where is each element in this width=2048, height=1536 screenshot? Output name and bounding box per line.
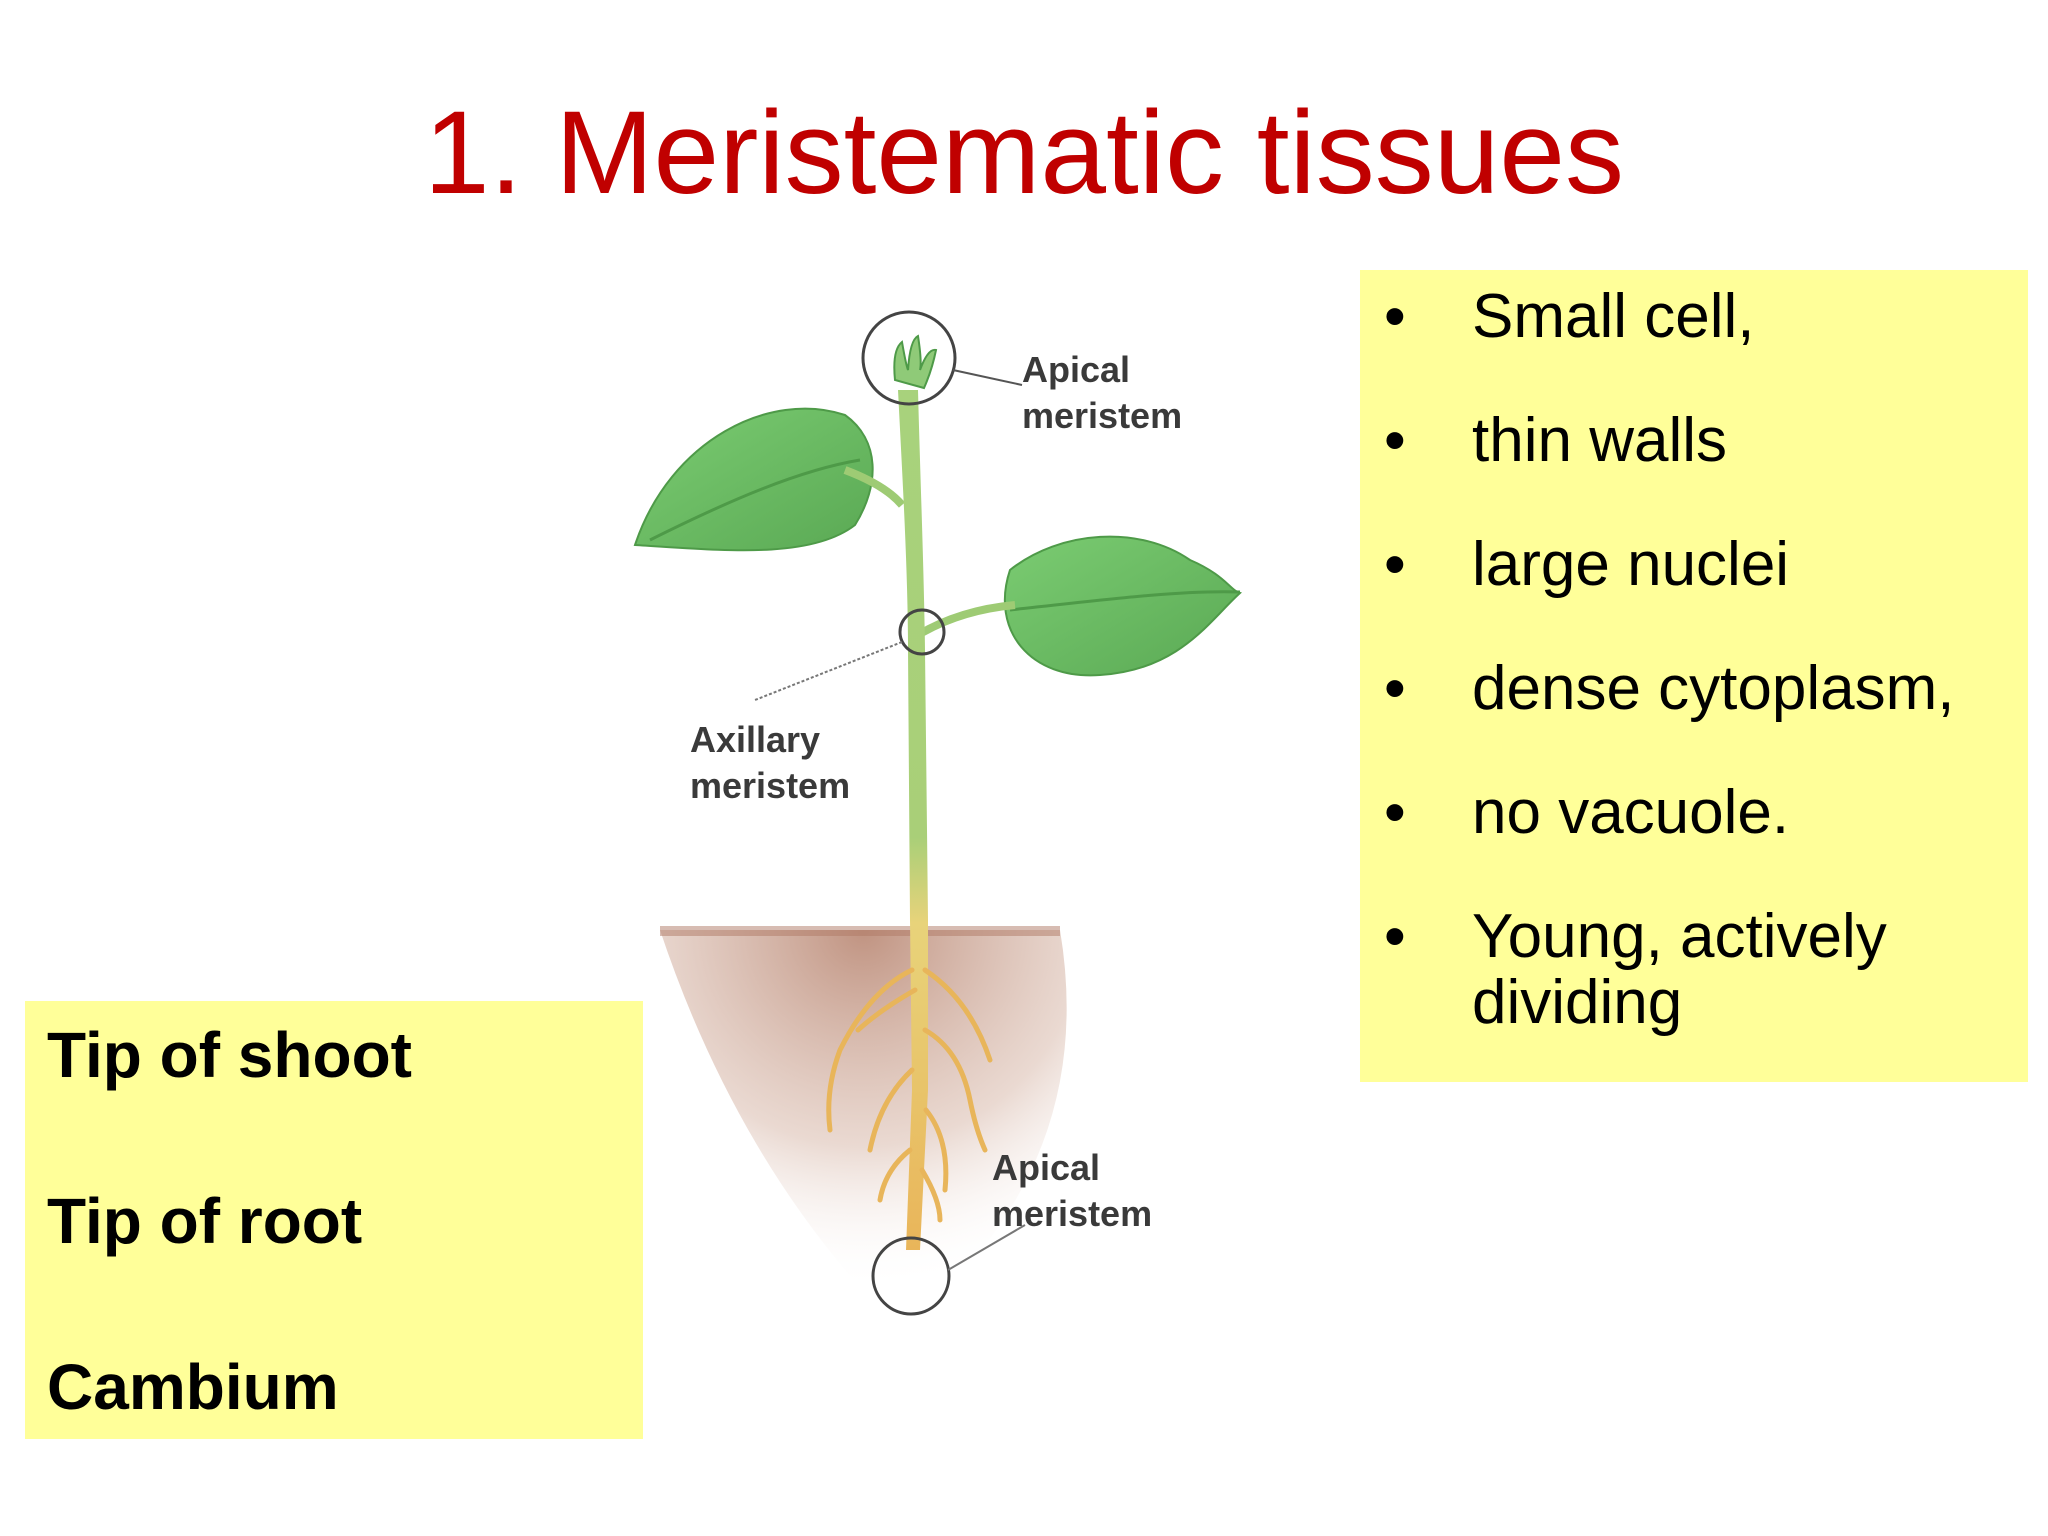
characteristic-text: Young, actively dividing xyxy=(1472,902,1887,1037)
label-apical-meristem-bottom-2: meristem xyxy=(992,1193,1152,1234)
label-axillary-meristem-2: meristem xyxy=(690,765,850,806)
soil-surface xyxy=(660,926,1060,936)
characteristic-text: large nuclei xyxy=(1472,530,1790,599)
bullet: • xyxy=(1384,282,1406,351)
label-apical-meristem-bottom-1: Apical xyxy=(992,1147,1100,1188)
apical-bud-top xyxy=(893,334,938,390)
characteristic-text: no vacuole. xyxy=(1472,778,1790,847)
bullet: • xyxy=(1384,654,1406,723)
soil xyxy=(660,930,1067,1330)
locations-box: Tip of shoot Tip of root Cambium xyxy=(25,1001,643,1439)
characteristics-list: • Small cell, • thin walls • large nuclei •… xyxy=(1384,284,2028,1036)
axillary-circle xyxy=(898,608,946,656)
characteristic-item: • Young, actively dividing xyxy=(1384,904,2028,1036)
label-apical-meristem-top-2: meristem xyxy=(1022,395,1182,436)
slide-title: 1. Meristematic tissues xyxy=(424,87,1624,219)
bullet: • xyxy=(1384,902,1406,971)
label-axillary-meristem-1: Axillary xyxy=(690,719,820,760)
leaf-right-petiole xyxy=(915,601,1016,639)
location-cambium: Cambium xyxy=(47,1351,339,1423)
label-apical-meristem-top-1: Apical xyxy=(1022,349,1130,390)
characteristic-item: • large nuclei xyxy=(1384,532,2028,598)
leaf-left xyxy=(633,407,874,552)
characteristic-text: Small cell, xyxy=(1472,282,1755,351)
apical-bottom-circle xyxy=(871,1236,951,1316)
characteristic-item: • dense cytoplasm, xyxy=(1384,656,2028,722)
lateral-roots xyxy=(826,967,993,1223)
characteristic-item: • no vacuole. xyxy=(1384,780,2028,846)
bullet: • xyxy=(1384,778,1406,847)
leaf-right xyxy=(1003,535,1242,677)
characteristic-text: dense cytoplasm, xyxy=(1472,654,1955,723)
characteristic-item: • thin walls xyxy=(1384,408,2028,474)
characteristic-item: • Small cell, xyxy=(1384,284,2028,350)
location-tip-of-root: Tip of root xyxy=(47,1185,363,1257)
apical-top-circle xyxy=(861,310,957,406)
characteristic-text: thin walls xyxy=(1472,406,1727,475)
stem xyxy=(898,390,928,1250)
plant-svg: Apical meristem Axillary meristem Apical… xyxy=(633,310,1242,1330)
bullet: • xyxy=(1384,406,1406,475)
leaf-left-petiole xyxy=(843,466,906,508)
plant-diagram: Apical meristem Axillary meristem Apical… xyxy=(540,270,1280,1380)
location-tip-of-shoot: Tip of shoot xyxy=(47,1019,412,1091)
characteristics-box: • Small cell, • thin walls • large nuclei •… xyxy=(1360,270,2028,1082)
bullet: • xyxy=(1384,530,1406,599)
